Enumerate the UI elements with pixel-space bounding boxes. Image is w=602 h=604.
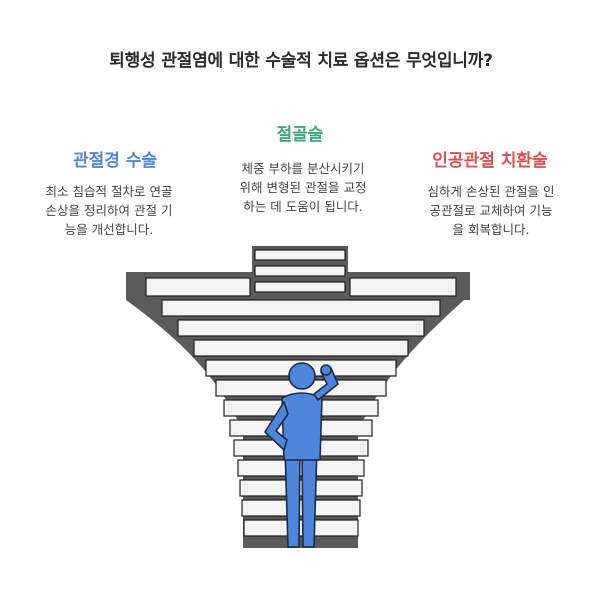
desc-line: 위해 변형된 관절을 교정 [239,180,367,195]
page-title: 퇴행성 관절염에 대한 수술적 치료 옵션은 무엇입니까? [109,51,493,71]
pillar-step [254,281,346,293]
option-desc-joint-replacement: 심하게 손상된 관절을 인 공관절로 교체하여 기능 을 회복합니다. [402,182,580,239]
stair-step [193,339,409,357]
person-leg-right [301,447,318,548]
thinking-person-icon [264,362,339,548]
desc-line: 심하게 손상된 관절을 인 [427,184,555,199]
option-title-osteotomy: 절골술 [276,125,324,145]
stair-step [237,459,365,477]
stair-step [177,319,425,337]
stair-step [241,499,361,517]
person-head [288,362,316,390]
option-desc-osteotomy: 체중 부하를 분산시키기 위해 변형된 관절을 교정 하는 데 도움이 됩니다. [214,159,392,216]
stair-step [239,479,363,497]
pillar-step [254,265,346,277]
desc-line: 손상을 정리하여 관절 기 [45,203,173,218]
stair-step-right-top [349,277,457,297]
desc-line: 체중 부하를 분산시키기 [241,161,365,176]
desc-line: 공관절로 교체하여 기능 [429,203,553,218]
person-hand [320,364,332,376]
stair-step [161,299,441,317]
option-title-arthroscopy: 관절경 수술 [72,151,158,171]
stair-step-left-top [145,277,251,297]
desc-line: 을 회복합니다. [452,222,530,237]
stair-step [243,519,359,537]
person-leg-left [284,447,301,548]
person-torso [281,392,323,461]
option-desc-arthroscopy: 최소 침습적 절차로 연골 손상을 정리하여 관절 기 능을 개선합니다. [20,182,198,239]
option-title-joint-replacement: 인공관절 치환술 [432,151,548,171]
stair-steps [145,249,457,537]
person-arm-left [264,401,289,451]
desc-line: 최소 침습적 절차로 연골 [45,184,173,199]
desc-line: 능을 개선합니다. [64,222,154,237]
desc-line: 하는 데 도움이 됩니다. [243,199,363,214]
pillar-step [254,249,346,261]
